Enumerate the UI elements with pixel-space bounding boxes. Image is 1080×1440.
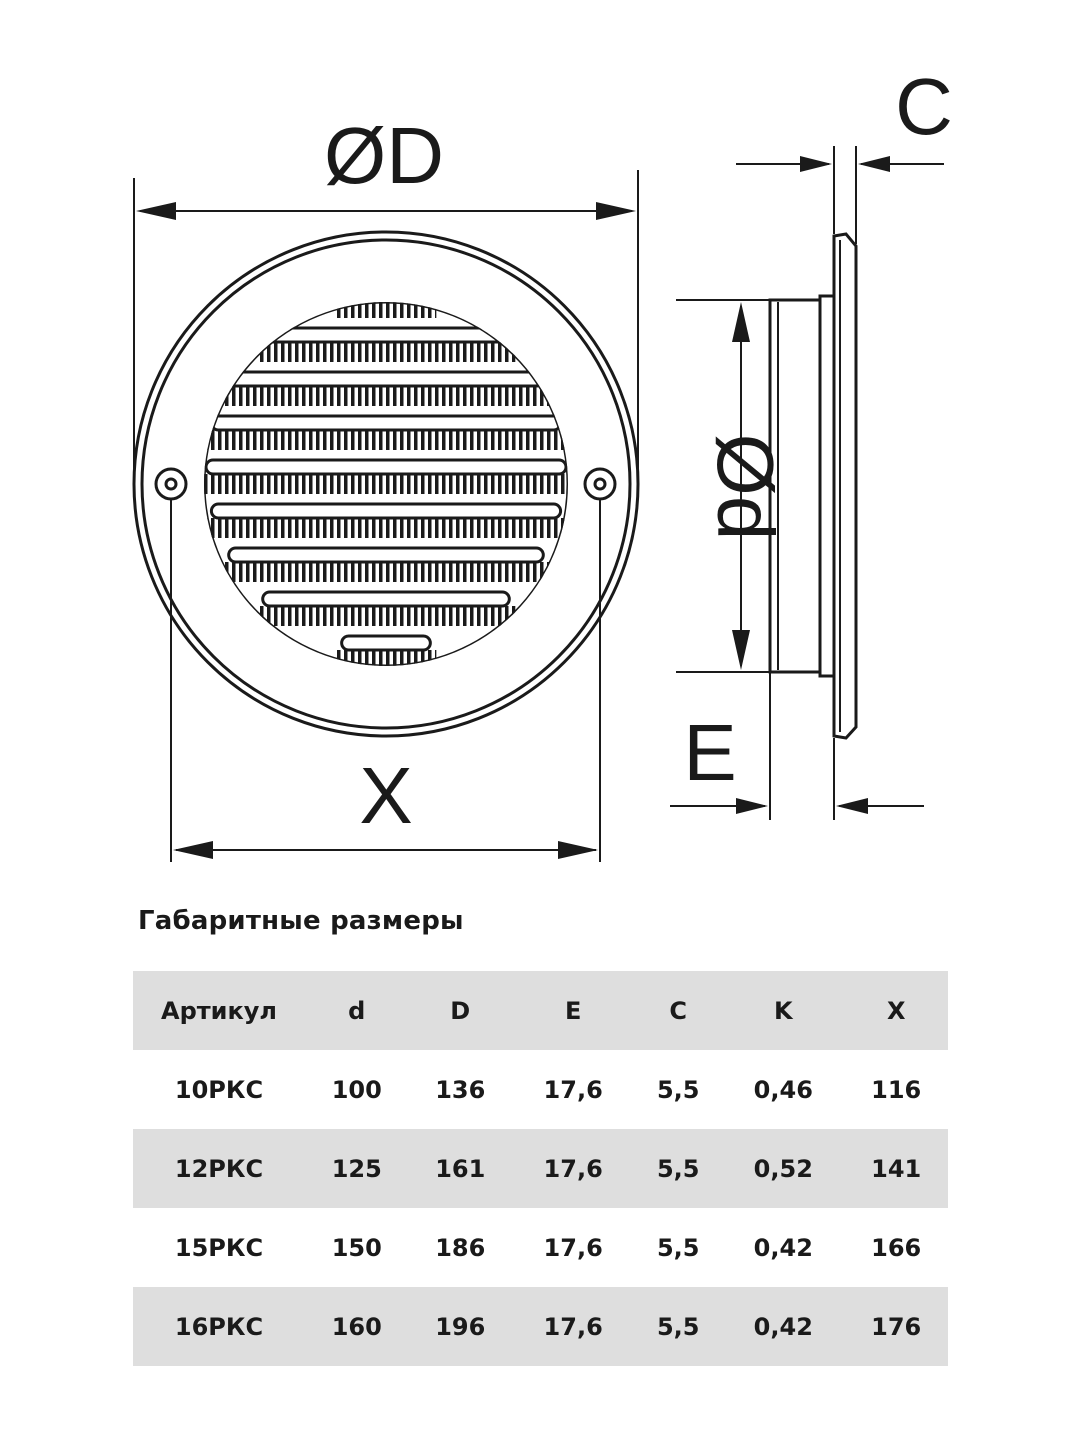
header-E: E: [512, 971, 635, 1050]
louver-slat: [209, 502, 563, 520]
louver-slat: [342, 284, 431, 298]
table-row: 10РКС 100 136 17,6 5,5 0,46 116: [133, 1050, 948, 1129]
header-D: D: [408, 971, 512, 1050]
louver-slot-band: [222, 562, 550, 582]
dimensions-title: Габаритные размеры: [138, 906, 464, 936]
dimensions-table: Артикул d D E C K X 10РКС 100 136 17,6 5…: [133, 971, 948, 1366]
cell-E: 17,6: [543, 1233, 603, 1262]
louver-slat: [261, 326, 511, 344]
louver-slot-band: [205, 430, 567, 450]
cell-article: 16РКС: [133, 1287, 305, 1366]
cell-d: 160: [305, 1287, 409, 1366]
cell-article: 12РКС: [133, 1129, 305, 1208]
technical-drawing: ØD X Ød E: [132, 62, 953, 862]
cell-E: 17,6: [512, 1287, 635, 1366]
louver-slot-band: [205, 518, 567, 538]
cell-d: 150: [331, 1233, 382, 1262]
cell-C: 5,5: [656, 1075, 700, 1104]
louver-slot-band: [335, 302, 437, 318]
grille-front-view: [132, 230, 640, 738]
label-inner-diameter: Ød: [701, 434, 790, 541]
louver-slats: [204, 284, 568, 666]
cell-X: 116: [871, 1075, 922, 1104]
cell-K: 0,42: [722, 1287, 845, 1366]
header-C: C: [634, 971, 723, 1050]
header-K: K: [722, 971, 845, 1050]
table-header-row: Артикул d D E C K X: [133, 971, 948, 1050]
cell-C: 5,5: [634, 1287, 723, 1366]
dimension-flange: [736, 146, 944, 244]
louver-slat: [204, 458, 568, 476]
louver-slot-band: [256, 342, 516, 362]
header-X: X: [844, 971, 948, 1050]
cell-article: 10РКС: [174, 1075, 264, 1104]
cell-D: 161: [408, 1129, 512, 1208]
dimension-depth: [670, 672, 924, 820]
cell-K: 0,42: [753, 1233, 813, 1262]
louver-slat: [227, 370, 545, 388]
cell-d: 100: [331, 1075, 382, 1104]
louver-slot-band: [222, 386, 550, 406]
louver-slot-band: [204, 474, 568, 494]
label-flange: C: [895, 62, 953, 151]
mount-hole-left: [154, 467, 188, 501]
louver-slot-band: [256, 606, 516, 626]
header-article: Артикул: [133, 971, 305, 1050]
cell-article: 15РКС: [174, 1233, 264, 1262]
cell-D: 196: [408, 1287, 512, 1366]
cell-K: 0,46: [753, 1075, 813, 1104]
dimension-mount-spacing: [170, 500, 601, 862]
cell-C: 5,5: [634, 1129, 723, 1208]
grille-side-view: [768, 232, 858, 740]
cell-E: 17,6: [543, 1075, 603, 1104]
inner-rim: [140, 238, 632, 730]
louver-slat: [209, 414, 563, 432]
cell-D: 186: [435, 1233, 486, 1262]
cell-K: 0,52: [722, 1129, 845, 1208]
cell-X: 176: [844, 1287, 948, 1366]
mount-hole-right: [583, 467, 617, 501]
table-row: 16РКС 160 196 17,6 5,5 0,42 176: [133, 1287, 948, 1366]
louver-slat: [261, 590, 511, 608]
dimension-inner-diameter: [676, 299, 770, 673]
cell-d: 125: [305, 1129, 409, 1208]
cell-C: 5,5: [656, 1233, 700, 1262]
table-row: 12РКС 125 161 17,6 5,5 0,52 141: [133, 1129, 948, 1208]
cell-E: 17,6: [512, 1129, 635, 1208]
louver-slot-band: [335, 650, 437, 666]
dimension-outer-diameter: [133, 170, 639, 484]
label-mount-spacing: X: [359, 751, 412, 840]
cell-D: 136: [435, 1075, 486, 1104]
label-depth: E: [683, 708, 736, 797]
table-row: 15РКС 150 186 17,6 5,5 0,42 166: [133, 1208, 948, 1287]
cell-X: 166: [871, 1233, 922, 1262]
louver-slat: [227, 546, 545, 564]
louver-slat: [340, 634, 432, 652]
header-d: d: [305, 971, 409, 1050]
cell-X: 141: [844, 1129, 948, 1208]
label-outer-diameter: ØD: [324, 111, 444, 200]
